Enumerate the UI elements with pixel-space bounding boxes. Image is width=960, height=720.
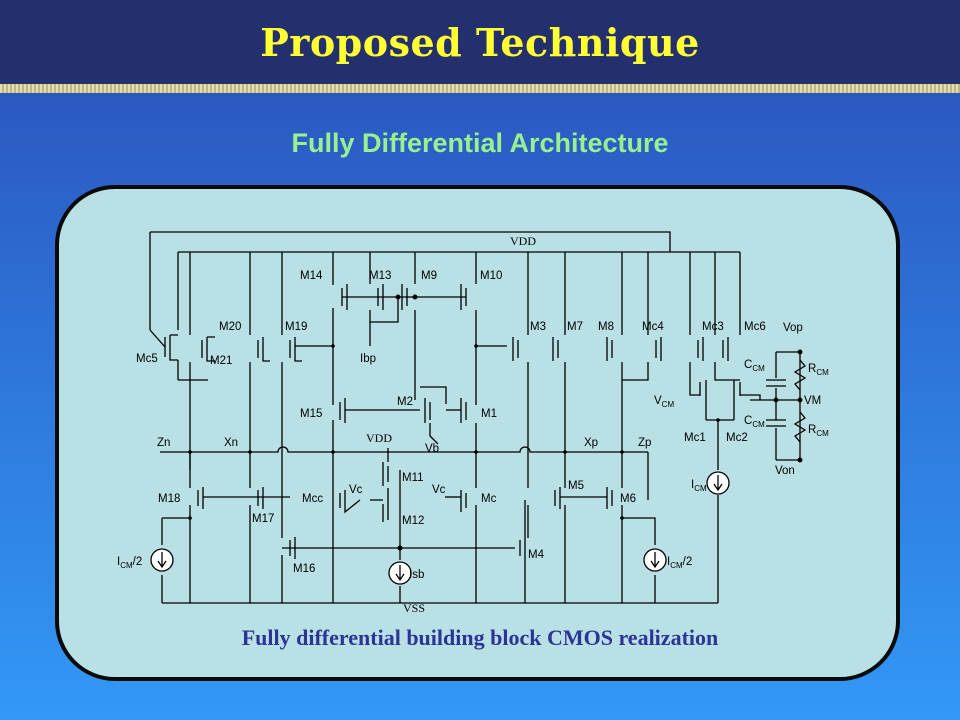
label-m6: M6: [620, 493, 636, 505]
label-ccm-top: CCM: [744, 359, 765, 373]
label-vcm: VCM: [654, 395, 674, 409]
label-m20: M20: [219, 321, 241, 333]
label-mc2: Mc2: [726, 432, 748, 444]
label-mcc: Mcc: [302, 493, 323, 505]
label-m10: M10: [480, 270, 502, 282]
label-mc1: Mc1: [684, 432, 706, 444]
label-m17: M17: [252, 513, 274, 525]
node-von: Von: [775, 465, 795, 477]
label-mc: Mc: [481, 493, 497, 505]
label-m4: M4: [528, 549, 545, 561]
label-m3: M3: [530, 321, 546, 333]
label-m14: M14: [300, 270, 323, 282]
label-rcm-bottom: RCM: [808, 424, 829, 438]
label-ccm-bottom: CCM: [744, 415, 765, 429]
label-mc5: Mc5: [136, 353, 158, 365]
label-m8: M8: [598, 321, 614, 333]
node-vdd-inner: VDD: [366, 431, 392, 445]
label-m1: M1: [481, 408, 497, 420]
label-m19: M19: [285, 321, 307, 333]
source-icm-right: ICM/2: [667, 556, 692, 570]
node-xp: Xp: [584, 437, 598, 449]
label-m13: M13: [369, 270, 391, 282]
label-m11: M11: [402, 472, 424, 484]
node-vc-right: Vc: [432, 484, 446, 496]
node-vop: Vop: [783, 322, 803, 334]
title-bar: Proposed Technique: [0, 0, 960, 84]
node-vb: Vb: [425, 443, 439, 455]
label-m9: M9: [421, 270, 437, 282]
label-mc3: Mc3: [702, 321, 724, 333]
label-m16: M16: [293, 563, 315, 575]
node-xn: Xn: [224, 437, 238, 449]
node-zn: Zn: [157, 437, 170, 449]
source-icm-mid: ICM: [691, 479, 707, 493]
vss-rail-label: VSS: [403, 601, 425, 615]
source-ibp: Ibp: [360, 353, 376, 365]
label-m21: M21: [210, 355, 232, 367]
label-mc6: Mc6: [744, 321, 766, 333]
diagram-caption: Fully differential building block CMOS r…: [241, 625, 719, 650]
label-m5: M5: [568, 480, 584, 492]
title-divider: [0, 84, 960, 93]
vdd-rail-label: VDD: [510, 234, 536, 248]
label-m12: M12: [402, 515, 424, 527]
source-isb: Isb: [409, 569, 424, 581]
source-icm-left: ICM/2: [117, 556, 142, 570]
label-m15: M15: [300, 408, 322, 420]
circuit-panel: [55, 185, 900, 681]
label-mc4: Mc4: [642, 321, 664, 333]
label-rcm-top: RCM: [808, 363, 829, 377]
label-m18: M18: [158, 493, 180, 505]
slide-subtitle: Fully Differential Architecture: [291, 128, 669, 158]
node-vm: VM: [804, 395, 821, 407]
label-m2: M2: [397, 396, 413, 408]
slide-title: Proposed Technique: [260, 19, 700, 65]
node-vc-left: Vc: [349, 484, 363, 496]
node-zp: Zp: [638, 437, 651, 449]
label-m7: M7: [567, 321, 583, 333]
